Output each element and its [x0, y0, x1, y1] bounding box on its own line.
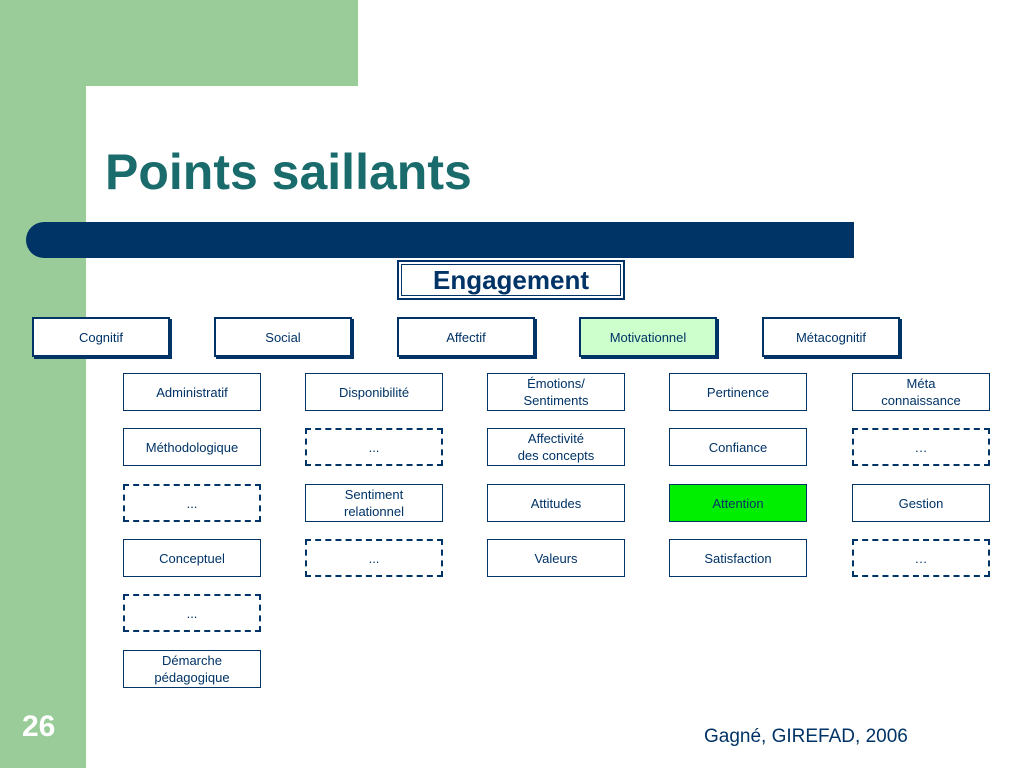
title-underline-bar: [26, 222, 854, 258]
node-administratif: Administratif: [123, 373, 261, 411]
category-metacognitif: Métacognitif: [762, 317, 900, 357]
node-conceptuel: Conceptuel: [123, 539, 261, 577]
category-social: Social: [214, 317, 352, 357]
placeholder-node: ...: [305, 539, 443, 577]
node-pertinence: Pertinence: [669, 373, 807, 411]
citation: Gagné, GIREFAD, 2006: [704, 726, 908, 747]
node-disponibilite: Disponibilité: [305, 373, 443, 411]
node-demarche-pedagogique: Démarche pédagogique: [123, 650, 261, 688]
green-side-band: [0, 0, 86, 768]
placeholder-node: …: [852, 428, 990, 466]
node-methodologique: Méthodologique: [123, 428, 261, 466]
node-valeurs: Valeurs: [487, 539, 625, 577]
node-satisfaction: Satisfaction: [669, 539, 807, 577]
placeholder-node: ...: [123, 484, 261, 522]
engagement-root-node: Engagement: [397, 260, 625, 300]
node-affectivite-des-concepts: Affectivité des concepts: [487, 428, 625, 466]
node-sentiment-relationnel: Sentiment relationnel: [305, 484, 443, 522]
node-attention: Attention: [669, 484, 807, 522]
node-emotions-sentiments: Émotions/ Sentiments: [487, 373, 625, 411]
node-meta-connaissance: Méta connaissance: [852, 373, 990, 411]
node-gestion: Gestion: [852, 484, 990, 522]
slide-title: Points saillants: [105, 144, 472, 200]
content-corner: [86, 86, 166, 166]
green-top-band: [86, 0, 358, 86]
node-confiance: Confiance: [669, 428, 807, 466]
category-affectif: Affectif: [397, 317, 535, 357]
category-motivationnel: Motivationnel: [579, 317, 717, 357]
placeholder-node: ...: [305, 428, 443, 466]
node-attitudes: Attitudes: [487, 484, 625, 522]
placeholder-node: ...: [123, 594, 261, 632]
placeholder-node: …: [852, 539, 990, 577]
slide-number: 26: [22, 710, 56, 743]
category-cognitif: Cognitif: [32, 317, 170, 357]
